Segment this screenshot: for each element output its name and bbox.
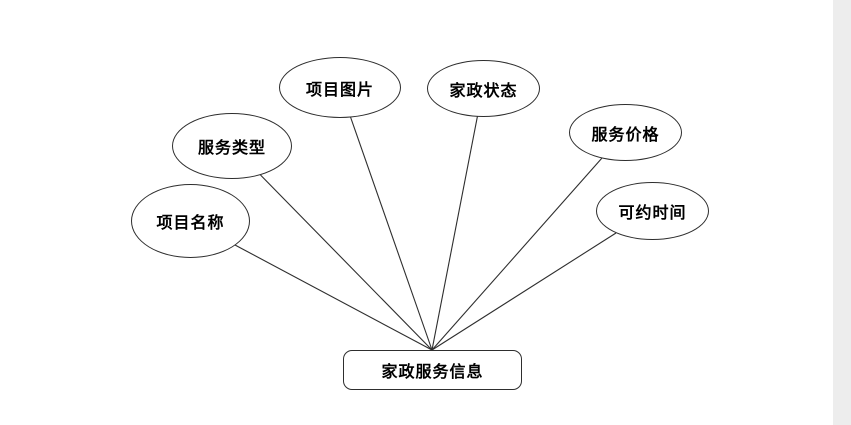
entity-node-housekeeping-service-info: 家政服务信息 (343, 350, 522, 390)
edge-line-project-image (349, 116, 433, 351)
attribute-node-available-time: 可约时间 (596, 182, 709, 240)
edge-line-status (431, 115, 479, 351)
entity-label-housekeeping-service-info: 家政服务信息 (381, 364, 484, 381)
attribute-node-project-image: 项目图片 (279, 57, 401, 118)
edge-line-service-type (260, 174, 433, 351)
attribute-label-service-type: 服务类型 (197, 140, 266, 157)
attribute-node-service-type: 服务类型 (172, 113, 292, 179)
edge-line-service-price (431, 157, 603, 351)
attribute-label-status: 家政状态 (449, 82, 518, 100)
attribute-label-available-time: 可约时间 (618, 205, 687, 222)
attribute-label-project-image: 项目图片 (305, 81, 374, 99)
attribute-node-project-name: 项目名称 (131, 184, 250, 258)
edge-line-project-name (234, 244, 433, 351)
attribute-label-project-name: 项目名称 (156, 215, 225, 232)
attribute-node-service-price: 服务价格 (569, 104, 682, 161)
attribute-label-service-price: 服务价格 (591, 126, 660, 144)
edge-line-available-time (431, 232, 617, 351)
attribute-node-status: 家政状态 (427, 60, 540, 117)
page-edge-shade (833, 0, 851, 425)
